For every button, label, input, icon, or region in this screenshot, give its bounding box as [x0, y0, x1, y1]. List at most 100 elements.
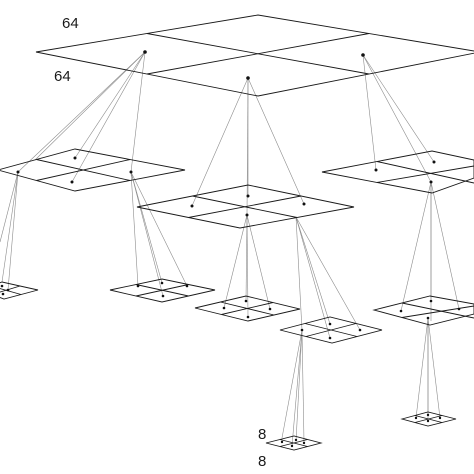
- connector-line: [427, 317, 441, 419]
- connector-line: [246, 77, 249, 216]
- connector-line: [0, 171, 19, 243]
- grid-node: [160, 281, 164, 285]
- grid-node: [16, 170, 20, 174]
- root-grid: [35, 14, 474, 97]
- root-grid-divider: [146, 33, 370, 75]
- connector-line: [295, 216, 331, 325]
- grid-divider: [0, 285, 21, 293]
- grid-divider: [188, 195, 302, 218]
- top-grid-depth-label: 64: [54, 68, 71, 85]
- grid-node: [399, 309, 403, 313]
- leaf-grid: [372, 295, 474, 326]
- grid-node: [302, 441, 306, 445]
- grid-node: [1, 292, 5, 296]
- connector-line: [281, 329, 303, 439]
- top-grid-width-label: 64: [62, 15, 79, 32]
- connector-line: [295, 329, 303, 442]
- level2-grid-middle: [136, 184, 355, 229]
- bottom-grid-depth-label: 8: [258, 453, 266, 470]
- grid-node: [280, 440, 284, 444]
- grid-node: [73, 156, 77, 160]
- grid-outline: [372, 295, 474, 326]
- level2-grid-right: [321, 150, 474, 194]
- grid-node: [426, 419, 430, 423]
- grid-divider: [376, 165, 474, 183]
- leaf-grid: [109, 278, 216, 303]
- grid-outline: [0, 281, 39, 300]
- connector-line: [295, 216, 331, 339]
- grid-node: [432, 160, 436, 164]
- grid-node: [358, 328, 362, 332]
- grid-node: [457, 307, 461, 311]
- bottom-right-grid: [400, 411, 457, 427]
- grid-node: [374, 168, 378, 172]
- connector-line: [74, 51, 146, 159]
- grid-outline: [0, 148, 186, 192]
- level2-grid-left: [0, 148, 186, 192]
- connector-line: [295, 216, 361, 331]
- grid-node: [302, 202, 306, 206]
- grid-divider: [279, 439, 308, 447]
- connector-line: [430, 181, 460, 310]
- root-node: [246, 76, 250, 80]
- grid-outline: [400, 411, 457, 427]
- connector-line: [223, 214, 248, 309]
- connector-lines: [0, 51, 460, 447]
- connector-line: [130, 171, 163, 284]
- grid-divider: [376, 161, 474, 184]
- bottom-grid-width-label: 8: [258, 426, 266, 443]
- leaf-grid: [279, 316, 383, 344]
- grid-node: [268, 307, 272, 311]
- bottom-grid: [265, 435, 323, 451]
- connector-line: [130, 171, 188, 287]
- grid-node: [161, 294, 165, 298]
- connector-line: [245, 214, 248, 302]
- grid-node: [290, 444, 294, 448]
- connector-line: [71, 51, 146, 183]
- grid-divider: [221, 302, 274, 315]
- grid-outline: [136, 184, 355, 229]
- grid-node: [244, 299, 248, 303]
- connector-line: [362, 54, 435, 163]
- connector-line: [246, 214, 271, 310]
- grid-node: [414, 416, 418, 420]
- connector-line: [400, 181, 432, 312]
- grid-node: [300, 328, 304, 332]
- grid-divider: [414, 415, 443, 423]
- leaf-grid: [194, 295, 301, 322]
- grid-node: [429, 299, 433, 303]
- grid-node: [70, 180, 74, 184]
- connector-line: [301, 329, 305, 443]
- grid-divider: [36, 159, 131, 181]
- grid-node: [246, 315, 250, 319]
- grid-node: [185, 284, 189, 288]
- connector-line: [1, 171, 19, 283]
- connector-line: [247, 77, 305, 205]
- grid-node: [426, 316, 430, 320]
- grid-node: [328, 336, 332, 340]
- connector-line: [415, 317, 429, 419]
- grid-outline: [109, 278, 216, 303]
- grid-divider: [135, 284, 189, 297]
- connector-line: [362, 54, 377, 171]
- grid-node: [6, 288, 10, 292]
- grid-outline: [321, 150, 474, 194]
- grid-node: [328, 322, 332, 326]
- grid-node: [294, 438, 298, 442]
- grid-node: [426, 413, 430, 417]
- connector-line: [295, 216, 303, 331]
- connector-line: [7, 171, 19, 291]
- root-node: [361, 53, 365, 57]
- grid-node: [429, 180, 433, 184]
- root-grid-outline: [35, 14, 474, 97]
- connector-line: [362, 54, 432, 183]
- connector-line: [291, 329, 303, 447]
- grid-divider: [401, 305, 474, 318]
- grid-node: [246, 194, 250, 198]
- grid-outline: [279, 316, 383, 344]
- connector-line: [34, 51, 146, 161]
- grid-node: [222, 306, 226, 310]
- connector-line: [130, 171, 164, 297]
- grid-node: [245, 213, 249, 217]
